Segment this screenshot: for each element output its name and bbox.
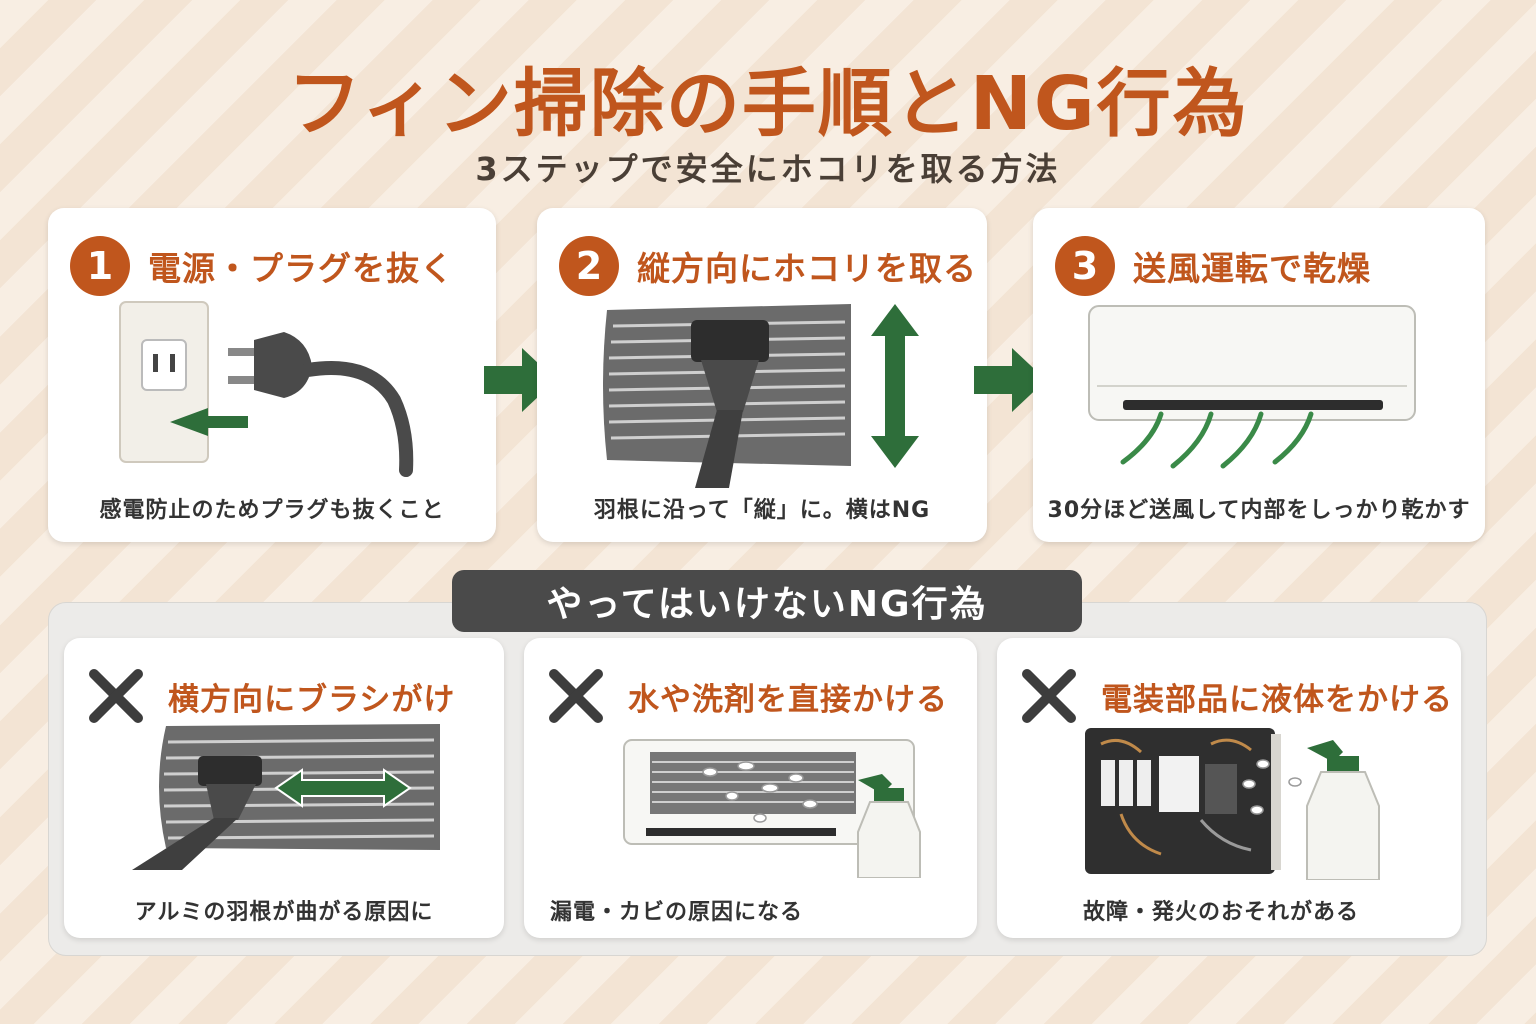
ng-section-label: やってはいけないNG行為	[452, 570, 1082, 632]
spray-aircon-icon	[623, 739, 921, 878]
step-caption: 感電防止のためプラグも抜くこと	[99, 498, 445, 523]
spray-electrical-icon	[1085, 728, 1380, 880]
page-subtitle: 3ステップで安全にホコリを取る方法	[475, 150, 1061, 188]
step-number-badge: 3	[1055, 236, 1115, 296]
step-header: 2 縦方向にホコリを取る	[559, 236, 977, 296]
step-card-3: 3 送風運転で乾燥 30分ほど送風して内部をしっかり乾かす	[1033, 208, 1485, 542]
ng-caption: 漏電・カビの原因になる	[549, 900, 803, 925]
ng-header: 電装部品に液体をかける	[1021, 668, 1453, 724]
step-number-badge: 1	[70, 236, 130, 296]
cross-icon	[549, 669, 603, 723]
flow-arrow-icon	[974, 348, 1046, 412]
step-caption: 羽根に沿って「縦」に。横はNG	[593, 498, 931, 523]
plug-outlet-icon	[119, 301, 414, 477]
air-conditioner-icon	[1088, 305, 1416, 469]
cross-icon	[89, 669, 143, 723]
step-card-2: 2 縦方向にホコリを取る 羽根に沿って「縦」に。横はNG	[537, 208, 987, 542]
ng-card-1: 横方向にブラシがけ アルミの羽根が曲がる原因に	[64, 638, 504, 938]
step-title: 送風運転で乾燥	[1133, 249, 1371, 288]
ng-title: 電装部品に液体をかける	[1101, 681, 1453, 718]
ng-card-3: 電装部品に液体をかける 故障・発火のおそれがある	[997, 638, 1461, 938]
ng-title: 横方向にブラシがけ	[168, 681, 456, 718]
ng-header: 横方向にブラシがけ	[88, 668, 455, 724]
step-header: 3 送風運転で乾燥	[1055, 236, 1371, 296]
ng-caption: アルミの羽根が曲がる原因に	[134, 900, 434, 925]
ng-title: 水や洗剤を直接かける	[628, 681, 948, 718]
ng-caption: 故障・発火のおそれがある	[1082, 900, 1359, 925]
step-caption: 30分ほど送風して内部をしっかり乾かす	[1047, 498, 1471, 523]
step-title: 縦方向にホコリを取る	[637, 249, 977, 288]
brush-fin-horizontal-icon	[132, 724, 440, 870]
step-header: 1 電源・プラグを抜く	[70, 236, 454, 296]
cross-icon	[1022, 669, 1076, 723]
brush-fin-vertical-icon	[603, 304, 919, 488]
step-card-1: 1 電源・プラグを抜く 感電防止のためプラグも抜くこと	[48, 208, 496, 542]
step-number-badge: 2	[559, 236, 619, 296]
ng-card-2: 水や洗剤を直接かける 漏電・カビの原因になる	[524, 638, 977, 938]
ng-header: 水や洗剤を直接かける	[548, 668, 948, 724]
page-title: フィン掃除の手順とNG行為	[287, 61, 1249, 147]
step-title: 電源・プラグを抜く	[148, 249, 454, 288]
